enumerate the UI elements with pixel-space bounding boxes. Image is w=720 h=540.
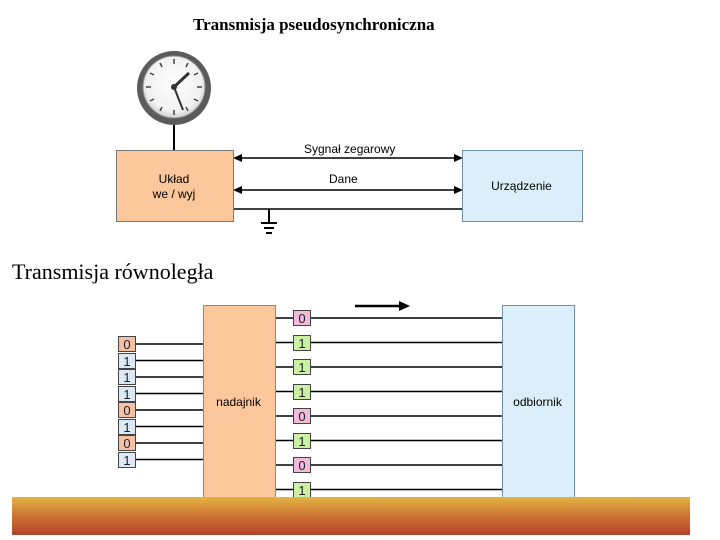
clock-signal-label: Sygnał zegarowy — [304, 142, 396, 156]
transmitter-box — [203, 305, 276, 498]
line-bit: 0 — [293, 457, 311, 473]
input-bit: 1 — [118, 369, 136, 385]
line-bit: 1 — [293, 383, 311, 400]
input-bit: 0 — [118, 435, 136, 451]
clock-icon — [137, 51, 211, 125]
input-bit: 0 — [118, 402, 136, 418]
receiver-box — [502, 305, 575, 498]
io-unit-label: Układ we / wyj — [116, 172, 232, 202]
data-label: Dane — [329, 172, 358, 186]
ground-icon — [261, 209, 277, 234]
line-bit: 1 — [293, 359, 311, 375]
page-title: Transmisja pseudosynchroniczna — [193, 15, 435, 34]
line-bit: 1 — [293, 432, 311, 449]
device-label: Urządzenie — [491, 179, 552, 193]
parallel-diagram — [136, 301, 502, 491]
line-bit: 1 — [293, 481, 311, 498]
input-bit: 1 — [118, 451, 136, 468]
receiver-label: odbiornik — [513, 395, 562, 409]
io-unit-label-line1: Układ — [158, 172, 190, 186]
transmitter-label: nadajnik — [216, 395, 261, 409]
input-bit: 0 — [118, 336, 136, 352]
line-bit: 0 — [293, 310, 311, 326]
device-box — [462, 150, 583, 222]
input-bit: 1 — [118, 352, 136, 369]
line-bit: 1 — [293, 334, 311, 351]
section-heading: Transmisja równoległa — [12, 259, 214, 284]
input-bit: 1 — [118, 385, 136, 402]
line-bit: 0 — [293, 408, 311, 424]
input-bit: 1 — [118, 418, 136, 435]
io-unit-label-line2: we / wyj — [152, 187, 196, 201]
pseudo-sync-diagram — [137, 51, 463, 234]
footer-gradient-bar — [12, 497, 690, 535]
io-unit-box — [116, 150, 234, 222]
